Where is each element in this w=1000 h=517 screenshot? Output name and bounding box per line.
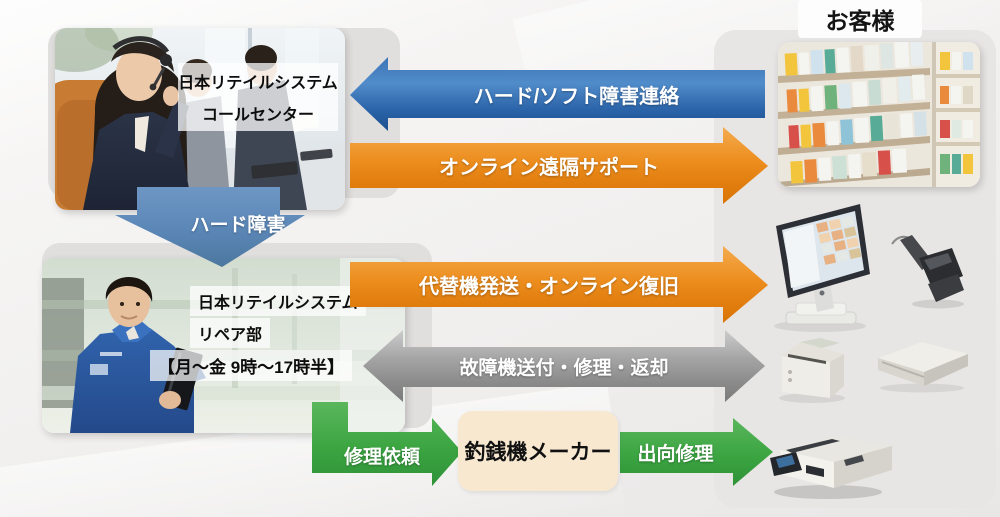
repair-dept-section: リペア部: [190, 318, 271, 348]
repair-dept-label-box: 日本リテイルシステム リペア部 【月～金 9時～17時半】: [150, 286, 366, 381]
arrow-repair-request-label: 修理依頼: [343, 447, 420, 468]
coin-changer-image: [766, 428, 900, 502]
arrow-online-remote-support-label: オンライン遠隔サポート: [439, 157, 659, 179]
coin-changer-maker-box: 釣銭機メーカー: [458, 411, 618, 491]
arrow-failure-contact: ハード/ソフト障害連絡: [350, 57, 765, 131]
call-center-photo: 日本リテイルシステム コールセンター: [55, 28, 345, 210]
store-shelves-photo: [778, 42, 980, 187]
arrow-failure-contact-label: ハード/ソフト障害連絡: [473, 85, 680, 108]
coin-changer-maker-label: 釣銭機メーカー: [464, 441, 612, 464]
repair-dept-name: 日本リテイルシステム: [190, 286, 366, 316]
arrow-hardware-failure-label: ハード障害: [190, 215, 286, 236]
customer-label-box: お客様: [798, 0, 922, 38]
arrow-onsite-repair-label: 出向修理: [637, 443, 714, 465]
call-center-name: 日本リテイルシステム: [178, 75, 338, 92]
arrow-broken-unit-cycle-label: 故障機送付・修理・返却: [459, 357, 669, 379]
customer-label: お客様: [825, 8, 895, 34]
arrow-online-remote-support: オンライン遠隔サポート: [350, 127, 768, 204]
barcode-scanner-image: [886, 232, 968, 310]
arrow-replacement-recovery-label: 代替機発送・オンライン復旧: [419, 276, 679, 298]
cash-drawer-image: [872, 336, 972, 394]
repair-dept-hours: 【月～金 9時～17時半】: [150, 350, 353, 381]
call-center-dept: コールセンター: [201, 107, 314, 124]
call-center-label-box: 日本リテイルシステム コールセンター: [178, 63, 338, 131]
receipt-printer-image: [772, 332, 852, 404]
pos-terminal-image: [758, 200, 883, 335]
